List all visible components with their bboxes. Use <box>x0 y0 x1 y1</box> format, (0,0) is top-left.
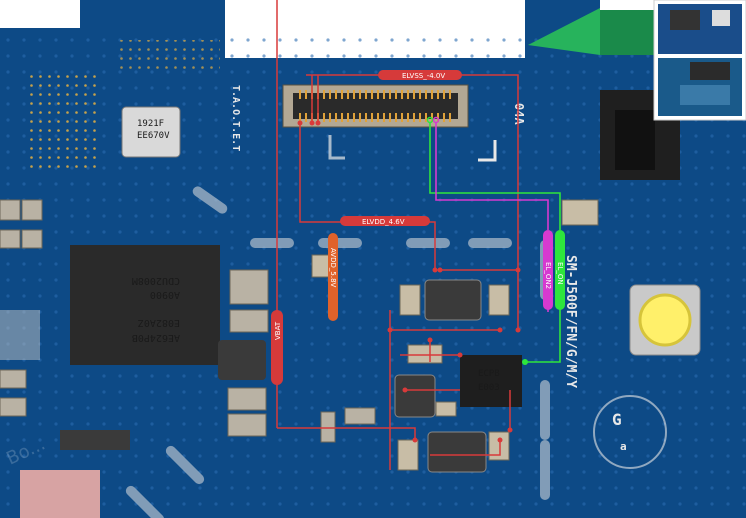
pmic-marking-2: E003 <box>478 383 500 393</box>
ic-marking-3: A0900 <box>150 289 180 300</box>
osc-marking-2: EE670V <box>137 131 170 141</box>
ic-marking-2: E082A0Z <box>138 317 180 328</box>
elvss-text: ELVSS_-4.0V <box>402 72 445 80</box>
elvdd-label: ELVDD_4.6V <box>340 216 430 226</box>
avdd-label: AVDD_5.8V <box>328 233 338 321</box>
board-logo: G a <box>593 395 667 469</box>
ic-marking-4: CDU2008M <box>132 275 180 286</box>
pmic-chip: ECPB E003 <box>460 355 522 407</box>
vbat-label: VBAT <box>271 310 283 385</box>
logo-circle-letter: a <box>620 440 627 453</box>
green-el-on-trace <box>429 122 561 363</box>
el-on2-text: EL_ON2 <box>544 262 552 289</box>
vbat-text: VBAT <box>274 321 282 340</box>
bga-pad-array <box>30 70 100 170</box>
side-silkscreen: T.A.O.T.E.T <box>230 85 241 151</box>
el-on2-label: EL_ON2 <box>543 230 553 310</box>
model-silkscreen: SM-J500F/FN/G/M/Y <box>563 255 578 388</box>
oscillator-component: 1921F EE670V <box>121 106 181 158</box>
thumbnail-navigator[interactable] <box>653 0 746 121</box>
ic-marking-1: AE624P0B <box>132 332 180 343</box>
display-connector <box>282 84 469 128</box>
el-on-text: EL_ON <box>556 262 564 285</box>
avdd-text: AVDD_5.8V <box>329 248 337 288</box>
el-on-label: EL_ON <box>555 230 565 310</box>
pmic-marking-1: ECPB <box>478 369 500 379</box>
osc-marking-1: 1921F <box>137 119 164 129</box>
elvdd-text: ELVDD_4.6V <box>362 218 405 226</box>
tactile-switch <box>629 284 701 356</box>
elvss-label: ELVSS_-4.0V <box>378 70 462 80</box>
main-ic: AE624P0B E082A0Z A0900 CDU2008M <box>70 245 220 365</box>
connector-ref: 04A <box>512 103 526 125</box>
logo-letter: G <box>612 410 622 429</box>
